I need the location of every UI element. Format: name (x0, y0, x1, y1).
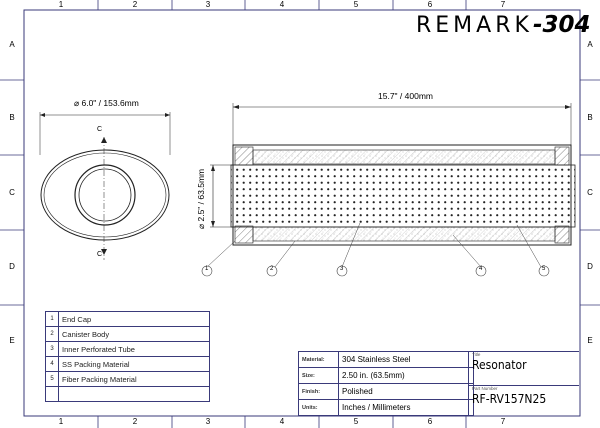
part-index: 4 (45, 356, 59, 372)
grid-number: 3 (205, 417, 211, 426)
brand-name: REMARK (416, 13, 533, 38)
callout-1: 1 (205, 266, 209, 272)
grid-number: 5 (353, 417, 359, 426)
section-marker-top: C (97, 126, 103, 133)
grid-number: 4 (279, 0, 285, 9)
grid-number: 4 (279, 417, 285, 426)
part-number-cell: Part Number RF-RV157N25 (468, 385, 579, 416)
grid-letter: C (587, 188, 593, 197)
title-block-table: Material:304 Stainless Steel Size:2.50 i… (298, 351, 474, 416)
grid-number: 7 (500, 417, 506, 426)
finish-label: Finish: (298, 383, 339, 400)
front-view-drawing (39, 112, 171, 260)
drawing-title: Resonator (472, 358, 527, 372)
part-name: Fiber Packing Material (58, 371, 210, 387)
grid-number: 5 (353, 0, 359, 9)
part-name: End Cap (58, 311, 210, 327)
length-label: 15.7" / 400mm (378, 91, 433, 101)
table-row: Size:2.50 in. (63.5mm) (298, 367, 474, 384)
part-name (58, 386, 210, 402)
table-row (45, 386, 210, 402)
finish-value: Polished (338, 383, 474, 400)
callout-3: 3 (340, 266, 344, 272)
grid-letter: D (9, 262, 15, 271)
table-row: Material:304 Stainless Steel (298, 351, 474, 368)
callout-5: 5 (542, 266, 546, 272)
table-row: Finish:Polished (298, 383, 474, 400)
part-name: SS Packing Material (58, 356, 210, 372)
grid-letter: E (9, 336, 15, 345)
grid-number: 7 (500, 0, 506, 9)
units-label: Units: (298, 399, 339, 416)
table-row: Units:Inches / Millimeters (298, 399, 474, 416)
part-index: 3 (45, 341, 59, 357)
part-name: Canister Body (58, 326, 210, 342)
size-value: 2.50 in. (63.5mm) (338, 367, 474, 384)
grid-letter: B (9, 113, 15, 122)
grid-letter: D (587, 262, 593, 271)
callout-4: 4 (479, 266, 483, 272)
grid-letter: A (9, 40, 15, 49)
material-value: 304 Stainless Steel (338, 351, 474, 368)
brand-number: -304 (532, 12, 591, 38)
grid-number: 6 (427, 417, 433, 426)
grid-letter: B (587, 113, 593, 122)
grid-letter: E (587, 336, 593, 345)
part-number: RF-RV157N25 (472, 392, 547, 406)
units-value: Inches / Millimeters (338, 399, 474, 416)
grid-letter: C (9, 188, 15, 197)
grid-letter: A (587, 40, 593, 49)
grid-number: 6 (427, 0, 433, 9)
part-index (45, 386, 59, 402)
grid-number: 3 (205, 0, 211, 9)
part-index: 1 (45, 311, 59, 327)
side-view-drawing (201, 103, 576, 277)
part-number-label: Part Number (472, 386, 498, 391)
grid-number: 2 (132, 0, 138, 9)
section-marker-bottom: C (97, 251, 103, 258)
material-label: Material: (298, 351, 339, 368)
grid-number: 2 (132, 417, 138, 426)
part-name: Inner Perforated Tube (58, 341, 210, 357)
part-index: 2 (45, 326, 59, 342)
title-label: Title (472, 352, 481, 357)
grid-number: 1 (58, 417, 64, 426)
title-cell: Title Resonator (468, 351, 579, 385)
size-label: Size: (298, 367, 339, 384)
part-index: 5 (45, 371, 59, 387)
diameter-label: ⌀ 6.0" / 153.6mm (74, 98, 139, 108)
callout-2: 2 (270, 266, 274, 272)
brand-logo: REMARK-304 (416, 12, 591, 38)
grid-number: 1 (58, 0, 64, 9)
inlet-diameter-label: ⌀ 2.5" / 63.5mm (196, 168, 206, 229)
